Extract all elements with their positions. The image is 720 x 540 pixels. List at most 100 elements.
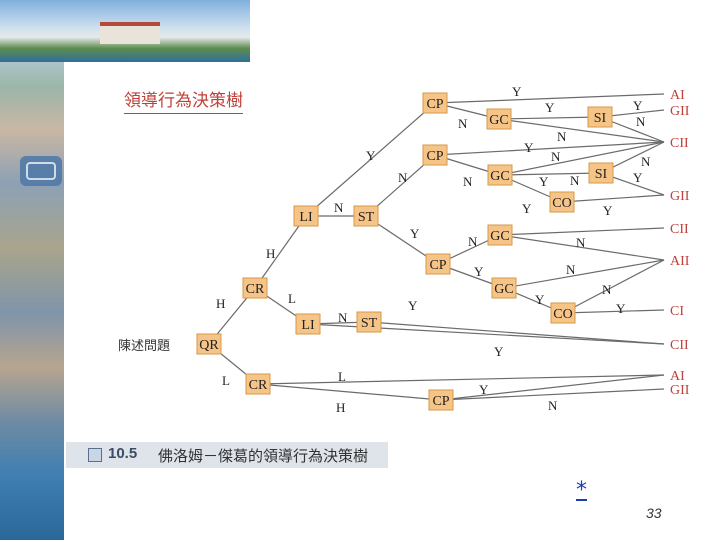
outcome-label: AI [670, 369, 685, 384]
edge-label-co2-y: Y [616, 301, 626, 316]
asterisk-link[interactable]: * [576, 478, 587, 503]
edge-label-gc4-n: N [566, 262, 576, 277]
outcome-label: GII [670, 383, 690, 398]
edge-label-gc2-n: N [551, 149, 561, 164]
node-label: LI [301, 318, 315, 333]
node-qr: QR [197, 334, 221, 354]
node-label: GC [489, 113, 508, 128]
node-gc1: GC [487, 109, 511, 129]
page-number: 33 [646, 505, 662, 521]
node-li2: LI [296, 314, 320, 334]
edge-label-si2-y: Y [633, 170, 643, 185]
edge-gc4-out [504, 260, 664, 288]
edge-label-gc4-co2: Y [535, 292, 545, 307]
edge-label-gc3-y: Y [522, 201, 532, 216]
caption-number: 10.5 [108, 445, 137, 462]
node-label: CP [426, 149, 443, 164]
node-label: SI [594, 111, 607, 126]
outcome-label: GII [670, 189, 690, 204]
edge-co1-out [562, 195, 664, 202]
node-label: GC [494, 282, 513, 297]
edge-label-si1-n: N [636, 114, 646, 129]
node-cr1: CR [243, 278, 267, 298]
node-label: CR [249, 378, 268, 393]
node-cp1: CP [423, 93, 447, 113]
node-co2: CO [551, 303, 575, 323]
node-cp2: CP [423, 145, 447, 165]
edge-label-gc1-n: N [557, 129, 567, 144]
edge-gc2-si2 [500, 173, 601, 175]
node-label: CP [426, 97, 443, 112]
edge-label-st1-cp3: Y [410, 226, 420, 241]
edge-label-co2-n: N [602, 282, 612, 297]
edge-label-co1-y: Y [603, 203, 613, 218]
node-label: QR [199, 338, 219, 353]
node-label: GC [490, 229, 509, 244]
node-st2: ST [357, 312, 381, 332]
edge-label-cr1-li2: L [288, 291, 296, 306]
edge-gc3-out-y [500, 228, 664, 235]
node-label: GC [490, 169, 509, 184]
edge-label-cr1-li1: H [266, 246, 275, 261]
edge-label-cp3-gc4: Y [474, 264, 484, 279]
edge-label-li2-y: Y [494, 344, 504, 359]
edge-label-cr2-h: H [336, 400, 345, 415]
edge-label-gc1-si1: Y [545, 100, 555, 115]
edge-co2-out-n [563, 260, 664, 313]
edge-cr2-cp4 [258, 384, 441, 400]
edge-st2-out [369, 322, 664, 344]
edge-label-qr-cr2: L [222, 373, 230, 388]
outcome-label: CI [670, 304, 684, 319]
outcome-label: CII [670, 136, 689, 151]
node-cr2: CR [246, 374, 270, 394]
edge-label-cp1-top: Y [512, 84, 522, 99]
outcome-label: AI [670, 88, 685, 103]
edge-label-cp2-y: Y [524, 140, 534, 155]
node-cp4: CP [429, 390, 453, 410]
outcome-label: CII [670, 222, 689, 237]
node-st1: ST [354, 206, 378, 226]
edge-label-cp4-y: Y [479, 382, 489, 397]
node-si1: SI [588, 107, 612, 127]
node-label: CR [246, 282, 265, 297]
node-gc3: GC [488, 225, 512, 245]
edge-label-st2-y: Y [408, 298, 418, 313]
edge-label-cp3-gc3: N [468, 234, 478, 249]
node-gc4: GC [492, 278, 516, 298]
edge-label-qr-cr1: H [216, 296, 225, 311]
edge-label-cp4-n: N [548, 398, 558, 413]
edge-label-cr2-l: L [338, 369, 346, 384]
edge-label-li1-cp1: Y [366, 148, 376, 163]
figure-icon [88, 448, 102, 462]
node-label: CO [553, 307, 572, 322]
start-label: 陳述問題 [118, 339, 170, 354]
node-cp3: CP [426, 254, 450, 274]
node-label: CO [552, 196, 571, 211]
edge-gc1-si1 [499, 117, 600, 119]
node-gc2: GC [488, 165, 512, 185]
edge-label-li1-st1: N [334, 200, 344, 215]
edge-cr2-out-l [258, 375, 664, 384]
node-si2: SI [589, 163, 613, 183]
node-label: LI [299, 210, 313, 225]
node-label: ST [358, 210, 375, 225]
edge-label-gc2-n2: N [570, 173, 580, 188]
edge-label-st1-cp2: N [398, 170, 408, 185]
edge-label-li2-st2: N [338, 310, 348, 325]
edge-label-si1-y: Y [633, 98, 643, 113]
caption-text: 佛洛姆－傑葛的領導行為決策樹 [158, 445, 368, 466]
node-label: CP [429, 258, 446, 273]
edge-label-cp2-gc2: N [463, 174, 473, 189]
edge-label-cp1-gc1: N [458, 116, 468, 131]
outcome-label: CII [670, 338, 689, 353]
node-label: SI [595, 167, 608, 182]
node-co1: CO [550, 192, 574, 212]
outcome-label: GII [670, 104, 690, 119]
edge-label-gc3-n: N [576, 235, 586, 250]
node-label: ST [361, 316, 378, 331]
edge-label-si2-n: N [641, 154, 651, 169]
edge-label-gc2-si2: Y [539, 174, 549, 189]
node-label: CP [432, 394, 449, 409]
edge-co2-out-y [563, 310, 664, 313]
edge-cr1-li1 [255, 216, 306, 288]
